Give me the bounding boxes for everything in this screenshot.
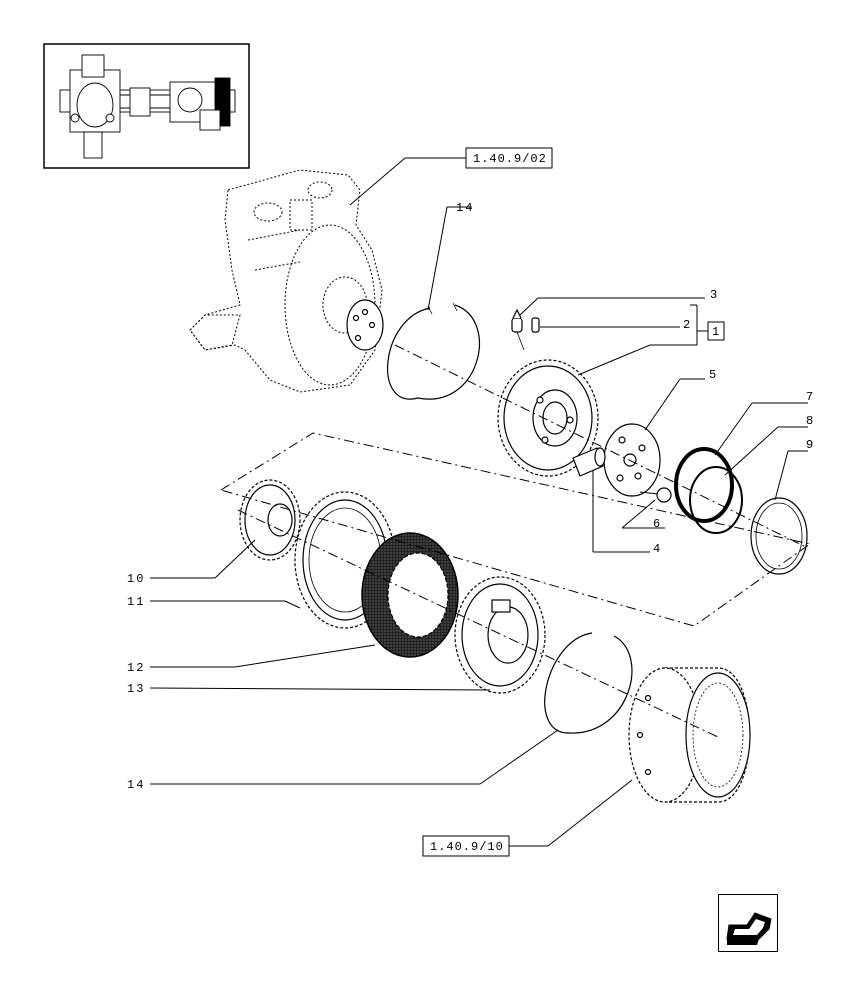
ref-box-top[interactable]: 1.40.9/02 — [349, 147, 553, 206]
cap-screw — [639, 487, 672, 503]
grease-nipple — [511, 308, 525, 351]
planet-pin — [572, 447, 606, 477]
ring-gear-housing — [628, 667, 751, 803]
ring-gear-plate — [454, 576, 546, 694]
shim-washer — [750, 497, 808, 575]
callout-3: 3 — [710, 288, 719, 302]
previous-page-button[interactable] — [718, 894, 778, 952]
leader-lines — [149, 206, 808, 785]
snap-ring-lower — [544, 632, 633, 734]
callout-14-upper: 14 — [456, 201, 474, 215]
callout-13: 13 — [127, 682, 145, 696]
friction-disc — [361, 532, 459, 658]
axle-assembly-thumbnail — [43, 43, 250, 169]
subassembly-boundary — [219, 432, 812, 627]
ref-label-bottom: 1.40.9/10 — [430, 840, 504, 854]
ref-box-bottom[interactable]: 1.40.9/10 — [422, 779, 633, 857]
callout-2: 2 — [683, 318, 692, 332]
callout-12: 12 — [127, 661, 145, 675]
thrust-plate — [603, 423, 661, 497]
o-ring-seals — [674, 447, 743, 534]
callout-labels: 14 3 2 5 7 8 9 6 4 10 11 12 13 14 — [127, 201, 815, 792]
callout-9: 9 — [806, 438, 815, 452]
callout-5: 5 — [709, 368, 718, 382]
previous-page-arrow-icon — [726, 912, 772, 945]
assembly-axis-lines — [237, 344, 809, 739]
kit-bracket: 1 — [690, 304, 725, 346]
hub-flange — [346, 299, 384, 351]
sun-gear — [239, 479, 301, 561]
planet-carrier-gear — [497, 359, 599, 477]
callout-10: 10 — [127, 572, 145, 586]
kit-box-label: 1 — [712, 325, 720, 339]
callout-14-lower: 14 — [127, 778, 145, 792]
callout-11: 11 — [127, 595, 145, 609]
callout-6: 6 — [653, 517, 662, 531]
callout-8: 8 — [806, 414, 815, 428]
callout-4: 4 — [653, 542, 662, 556]
dowel-pin — [531, 317, 540, 333]
ref-label-top: 1.40.9/02 — [473, 152, 547, 166]
snap-ring-upper — [387, 302, 480, 400]
steering-knuckle-housing — [189, 169, 383, 393]
callout-7: 7 — [806, 390, 815, 404]
